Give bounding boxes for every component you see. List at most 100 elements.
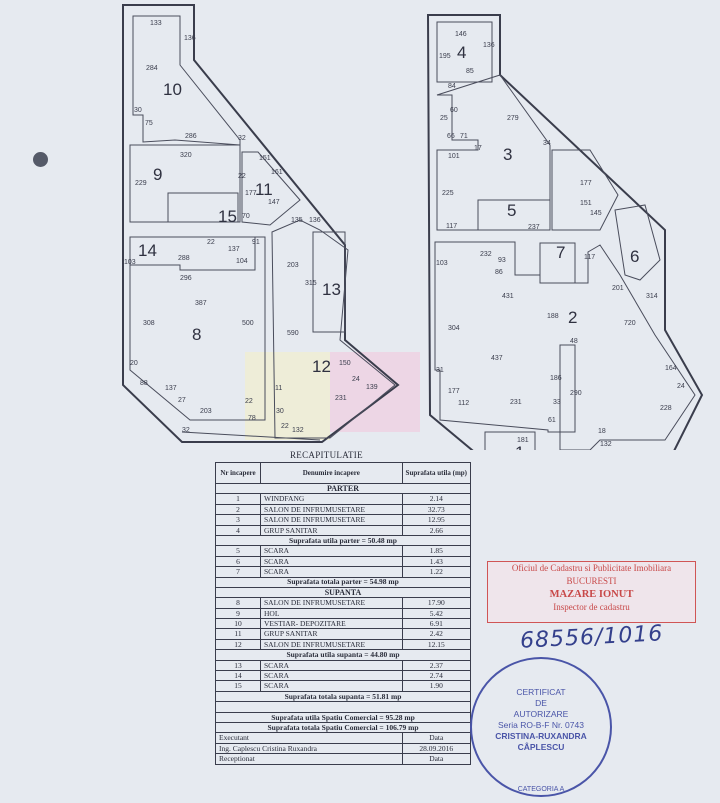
room-name: HOL — [260, 607, 403, 620]
room-name: SCARA — [260, 659, 403, 672]
dimension-label: 17 — [474, 145, 482, 152]
dimension-label: 104 — [236, 258, 248, 265]
dimension-label: 32 — [182, 427, 190, 434]
col-header-area: Suprafata utila (mp) — [401, 462, 472, 484]
data-label: Data — [401, 753, 472, 765]
blank-row — [215, 701, 471, 713]
room-number: 8 — [192, 325, 201, 344]
dimension-label: 304 — [448, 325, 460, 332]
room-area: 2.74 — [401, 670, 472, 682]
dimension-label: 22 — [281, 423, 289, 430]
dimension-label: 720 — [624, 320, 636, 327]
dimension-label: 135 — [291, 217, 303, 224]
col-header-nr: Nr incapere — [215, 462, 261, 484]
dimension-label: 320 — [180, 152, 192, 159]
room-number: 5 — [507, 201, 516, 220]
room-number: 1 — [515, 443, 524, 450]
room-area: 12.15 — [401, 638, 472, 651]
dimension-label: 70 — [242, 213, 250, 220]
table-row: Suprafata utila parter = 50.48 mp — [215, 534, 471, 547]
dimension-label: 177 — [245, 190, 257, 197]
dimension-label: 61 — [548, 417, 556, 424]
dimension-label: 112 — [458, 400, 469, 407]
dimension-label: 117 — [584, 254, 595, 261]
section-parter: PARTER — [215, 482, 471, 495]
dimension-label: 279 — [507, 115, 519, 122]
dimension-label: 164 — [665, 365, 677, 372]
ocpi-line1: Oficiul de Cadastru si Publicitate Imobi… — [511, 563, 672, 573]
dimension-label: 137 — [228, 246, 240, 253]
room-area: 32.73 — [401, 503, 472, 516]
room-nr: 14 — [215, 670, 261, 682]
dimension-label: 103 — [436, 260, 448, 267]
dimension-label: 315 — [305, 280, 317, 287]
dimension-label: 237 — [528, 224, 540, 231]
dimension-label: 290 — [570, 390, 582, 397]
stamp-line: CRISTINA-RUXANDRA — [495, 731, 587, 741]
stamp-line: CERTIFICAT — [516, 687, 566, 697]
dimension-label: 147 — [268, 199, 280, 206]
dimension-label: 86 — [495, 269, 503, 276]
dimension-label: 500 — [242, 320, 254, 327]
stamp-line: DE — [535, 698, 547, 708]
stamp-category: CATEGORIA A — [517, 786, 565, 793]
dimension-label: 231 — [510, 399, 522, 406]
table-row — [215, 701, 471, 713]
dimension-label: 101 — [448, 153, 460, 160]
table-row: Suprafata totala supanta = 51.81 mp — [215, 690, 471, 703]
dimension-label: 75 — [145, 120, 153, 127]
dimension-label: 32 — [238, 135, 246, 142]
dimension-label: 91 — [252, 239, 260, 246]
room-name: SCARA — [260, 555, 403, 568]
dimension-label: 387 — [195, 300, 207, 307]
dimension-label: 71 — [460, 133, 468, 140]
dimension-label: 103 — [124, 259, 136, 266]
handwritten-registration-number: 68556/1016 — [519, 621, 664, 654]
room-area: 17.90 — [401, 597, 472, 609]
dimension-label: 132 — [600, 441, 612, 448]
table-row: Suprafata utila supanta = 44.80 mp — [215, 649, 471, 661]
table-row: PARTER — [215, 482, 471, 495]
authorization-stamp: CERTIFICAT DE AUTORIZARE Seria RO-B-F Nr… — [470, 657, 612, 797]
room-name: GRUP SANITAR — [260, 524, 403, 536]
data-label: Data — [401, 732, 472, 744]
room-nr: 6 — [215, 555, 261, 568]
table-row: Suprafata totala Spatiu Comercial = 106.… — [215, 721, 471, 734]
dimension-label: 228 — [660, 405, 672, 412]
dimension-label: 78 — [248, 415, 256, 422]
dimension-label: 188 — [547, 313, 559, 320]
table-header-row: Nr incapere Denumire incapere Suprafata … — [215, 462, 472, 484]
room-name: WINDFANG — [260, 493, 403, 505]
ocpi-line2: BUCURESTI — [566, 576, 617, 586]
dimension-label: 225 — [442, 190, 454, 197]
room-nr: 12 — [215, 638, 261, 651]
plan-supanta — [122, 4, 400, 443]
room-name: SALON DE INFRUMUSETARE — [260, 514, 403, 526]
room-nr: 5 — [215, 545, 261, 557]
dimension-label: 88 — [140, 380, 148, 387]
stamp-line: AUTORIZARE — [513, 709, 569, 719]
recap-table: Nr incapere Denumire incapere Suprafata … — [215, 462, 472, 765]
dimension-label: 203 — [200, 408, 212, 415]
dimension-label: 231 — [335, 395, 347, 402]
table-row: Suprafata totala parter = 54.98 mp — [215, 576, 471, 588]
parter-util-total: Suprafata utila parter = 50.48 mp — [215, 534, 471, 547]
dimension-label: 117 — [446, 223, 457, 230]
room-nr: 13 — [215, 659, 261, 672]
room-area: 1.90 — [401, 680, 472, 692]
room-area: 2.14 — [401, 493, 472, 505]
plan-parter — [426, 14, 704, 450]
room-number: 10 — [163, 80, 182, 99]
table-row: Suprafata utila Spatiu Comercial = 95.28… — [215, 711, 471, 724]
dimension-label: 84 — [448, 83, 456, 90]
dimension-label: 431 — [502, 293, 514, 300]
room-number: 7 — [556, 243, 565, 262]
room-nr: 10 — [215, 618, 261, 630]
room-area: 2.37 — [401, 659, 472, 672]
